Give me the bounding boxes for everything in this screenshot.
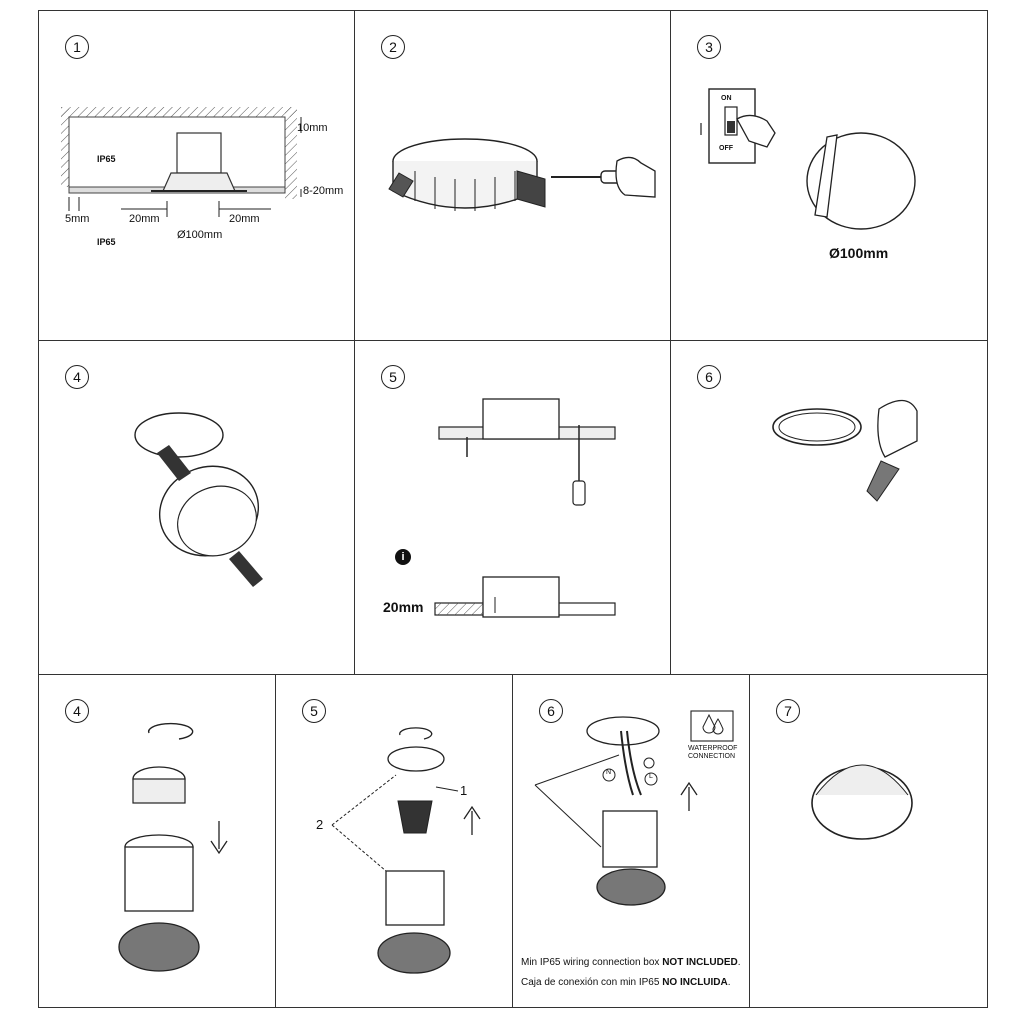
insert-housing-illustration [134, 412, 263, 587]
panel-bottom-step-4: 4 [38, 674, 277, 1008]
note-english-suffix: . [737, 957, 741, 968]
live-label: L [649, 773, 653, 780]
info-icon: i [395, 549, 411, 565]
thickness-20mm-label: 20mm [383, 599, 424, 615]
step-number-6: 6 [697, 365, 721, 389]
screwdriver-icon [572, 425, 586, 506]
insert-lamp-illustration [331, 727, 481, 974]
note-spanish-bold: NO INCLUIDA [662, 977, 728, 988]
step-number-2: 2 [381, 35, 405, 59]
up-arrow-icon [463, 805, 481, 835]
panel-step-6-top: 6 [670, 340, 988, 676]
bottom-step-number-6: 6 [539, 699, 563, 723]
clip-housing-illustration [388, 138, 656, 211]
switch-on-label: ON [721, 95, 732, 102]
hand-icon [615, 156, 656, 198]
down-arrow-icon [210, 821, 228, 855]
switch-off-label: OFF [719, 145, 733, 152]
dimension-20mm-right: 20mm [229, 213, 260, 225]
panel-step-5-top: 5 i 20mm [354, 340, 672, 676]
up-arrow-icon [680, 781, 698, 811]
hand-icon [736, 114, 776, 148]
wiring-illustration [534, 710, 734, 906]
panel-step-3: 3 ON OFF Ø100mm [670, 10, 988, 342]
note-english-bold: NOT INCLUDED [662, 957, 738, 968]
finished-downlight-illustration [811, 764, 913, 840]
dimension-diameter-100mm: Ø100mm [177, 229, 223, 241]
panel-step-1: 1 I [38, 10, 356, 342]
panel-bottom-step-6: 6 N L WATERPROOF CONNECTION Min IP65 wir… [512, 674, 751, 1008]
bottom-step-number-5: 5 [302, 699, 326, 723]
panel-bottom-step-7: 7 [749, 674, 988, 1008]
waterproof-badge-line1: WATERPROOF [688, 745, 738, 752]
dimension-10mm: 10mm [297, 122, 328, 134]
ceiling-cross-section [61, 107, 302, 217]
panel-bottom-step-5: 5 1 2 [275, 674, 514, 1008]
step-number-5: 5 [381, 365, 405, 389]
ground-icon [643, 757, 655, 769]
note-spanish-prefix: Caja de conexión con min IP65 [521, 977, 663, 988]
waterproof-badge-line2: CONNECTION [688, 753, 736, 760]
rotate-arrow-icon [147, 722, 194, 740]
note-english: Min IP65 wiring connection box NOT INCLU… [521, 957, 741, 968]
dimension-8-20mm: 8-20mm [303, 185, 344, 197]
rotate-arrow-icon [399, 727, 433, 740]
bottom-step-number-4: 4 [65, 699, 89, 723]
panel-step-2: 2 [354, 10, 672, 342]
note-spanish-suffix: . [727, 977, 731, 988]
ip65-label-bottom: IP65 [97, 237, 116, 247]
note-spanish: Caja de conexión con min IP65 NO INCLUID… [521, 977, 731, 988]
step-number-3: 3 [697, 35, 721, 59]
neutral-label: N [606, 769, 612, 776]
bottom-step-number-7: 7 [776, 699, 800, 723]
hole-diameter-label: Ø100mm [829, 245, 889, 261]
dimension-20mm-left: 20mm [129, 213, 160, 225]
dimension-5mm: 5mm [65, 213, 90, 225]
water-drop-icon [712, 718, 724, 735]
step-number-4: 4 [65, 365, 89, 389]
remove-module-illustration [118, 722, 228, 972]
callout-2: 2 [316, 817, 324, 832]
ip65-label-top: IP65 [97, 154, 116, 164]
screwdriver-icon [551, 170, 624, 184]
apply-trim-ring-illustration [772, 399, 918, 502]
note-english-prefix: Min IP65 wiring connection box [521, 957, 663, 968]
step-number-1: 1 [65, 35, 89, 59]
power-off-and-cut-hole [700, 88, 916, 230]
callout-1: 1 [460, 783, 468, 798]
panel-step-4-top: 4 [38, 340, 356, 676]
fix-clips-illustration [434, 398, 616, 618]
water-drop-icon [702, 713, 716, 734]
